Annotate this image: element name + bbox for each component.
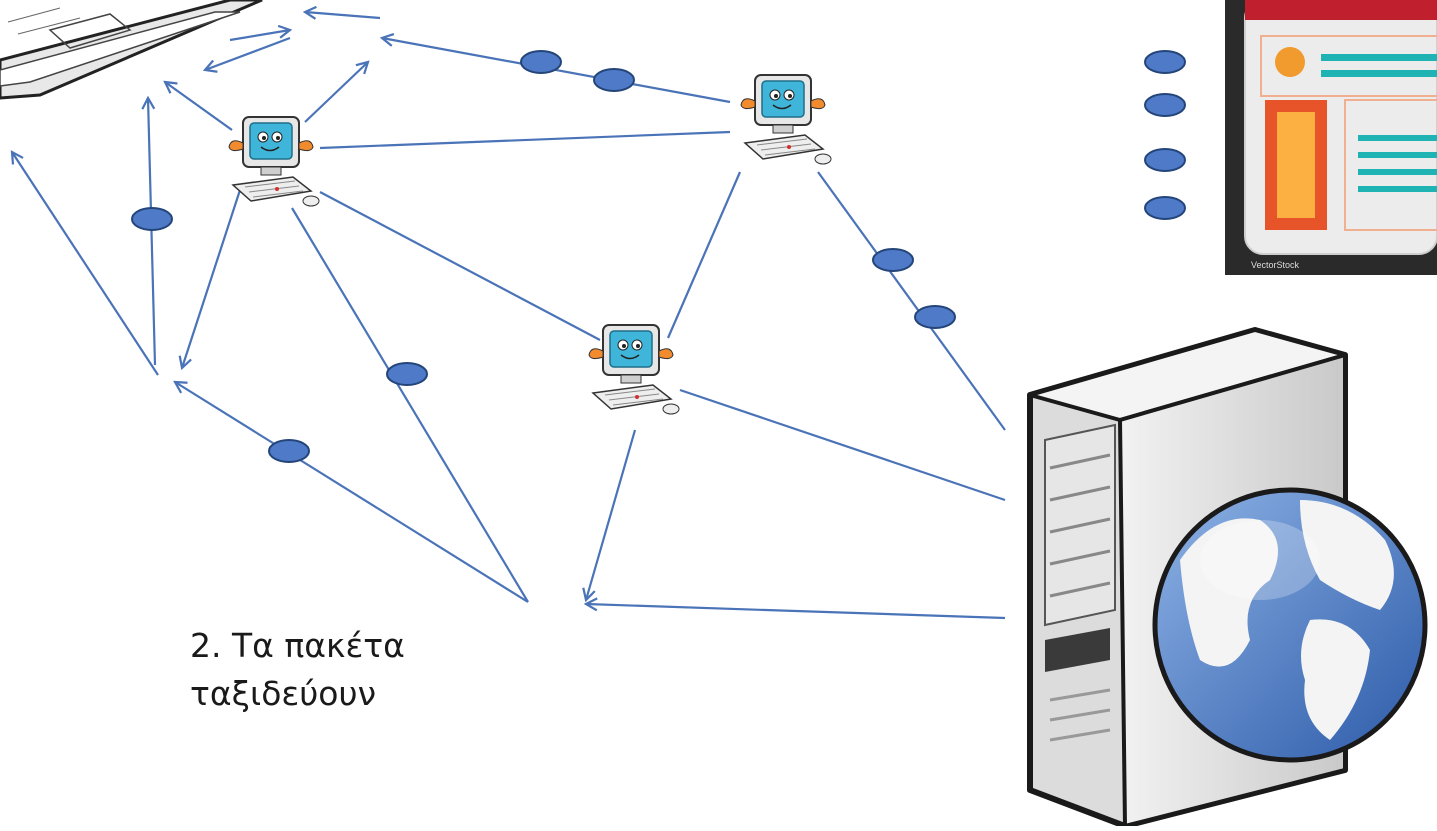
network-link	[319, 191, 601, 341]
packet-icon	[872, 248, 914, 272]
webpage-icon: VectorStock	[1225, 0, 1437, 275]
network-link	[817, 171, 1006, 431]
packet-icon	[1144, 196, 1186, 220]
network-link	[182, 189, 242, 368]
packet-icon	[131, 207, 173, 231]
packet-icon	[1144, 93, 1186, 117]
data-packets	[131, 50, 1186, 463]
globe-icon	[1152, 487, 1428, 763]
network-link	[205, 36, 291, 70]
network-link	[148, 98, 157, 366]
packet-icon	[386, 362, 428, 386]
step-caption: 2. Τα πακέτα ταξιδεύουν	[190, 622, 405, 718]
packet-icon	[1144, 148, 1186, 172]
network-link	[229, 30, 290, 42]
network-link	[175, 382, 529, 603]
packet-icon	[1144, 50, 1186, 74]
caption-line-2: ταξιδεύουν	[190, 674, 377, 713]
network-link	[291, 207, 529, 603]
network-link	[12, 152, 159, 376]
packet-icon	[593, 68, 635, 92]
vectorstock-watermark: VectorStock	[1251, 260, 1300, 270]
router-computers	[228, 74, 832, 415]
network-link	[679, 388, 1006, 502]
router-computer-icon	[228, 116, 320, 207]
network-link	[304, 62, 368, 123]
router-computer-icon	[740, 74, 832, 165]
network-link	[666, 171, 742, 339]
network-link	[586, 429, 637, 600]
packet-icon	[268, 439, 310, 463]
packet-icon	[914, 305, 956, 329]
laptop-icon	[0, 0, 263, 100]
caption-line-1: 2. Τα πακέτα	[190, 626, 405, 665]
network-link	[319, 130, 731, 150]
network-links	[12, 12, 1006, 620]
network-link	[586, 604, 1006, 620]
packet-icon	[520, 50, 562, 74]
network-link	[165, 82, 233, 131]
network-link	[305, 12, 381, 18]
router-computer-icon	[588, 324, 680, 415]
